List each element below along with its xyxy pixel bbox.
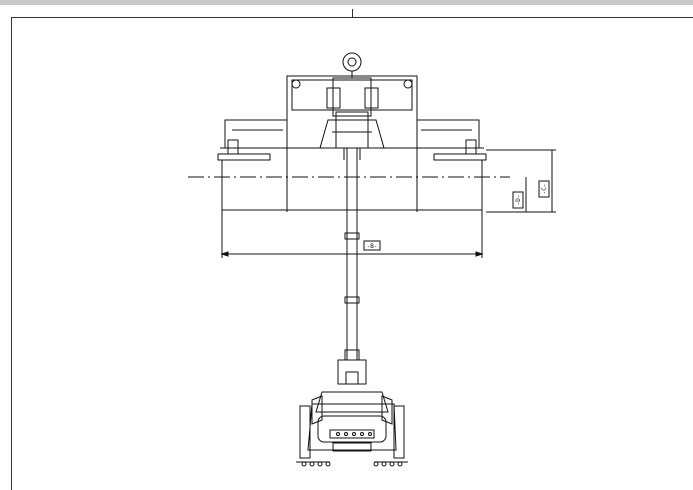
dimension-d-label: -D- — [515, 195, 522, 206]
dimension-b — [220, 210, 484, 258]
track-right — [373, 395, 408, 467]
boom-arm — [343, 148, 361, 361]
dimension-b-label: -B- — [367, 243, 378, 250]
dimension-c-label: -C- — [541, 184, 548, 195]
dimension-d — [512, 177, 527, 212]
track-left — [296, 395, 331, 467]
outrigger-left — [217, 119, 288, 161]
turret — [319, 111, 385, 149]
carrier-chassis — [307, 359, 397, 452]
support-lines — [221, 148, 483, 212]
outrigger-right — [416, 119, 487, 161]
hook-pulley — [342, 52, 362, 78]
drawing-frame — [11, 17, 693, 490]
center-tick-mark — [352, 9, 353, 17]
top-band — [0, 0, 693, 5]
dimension-c — [486, 149, 556, 213]
